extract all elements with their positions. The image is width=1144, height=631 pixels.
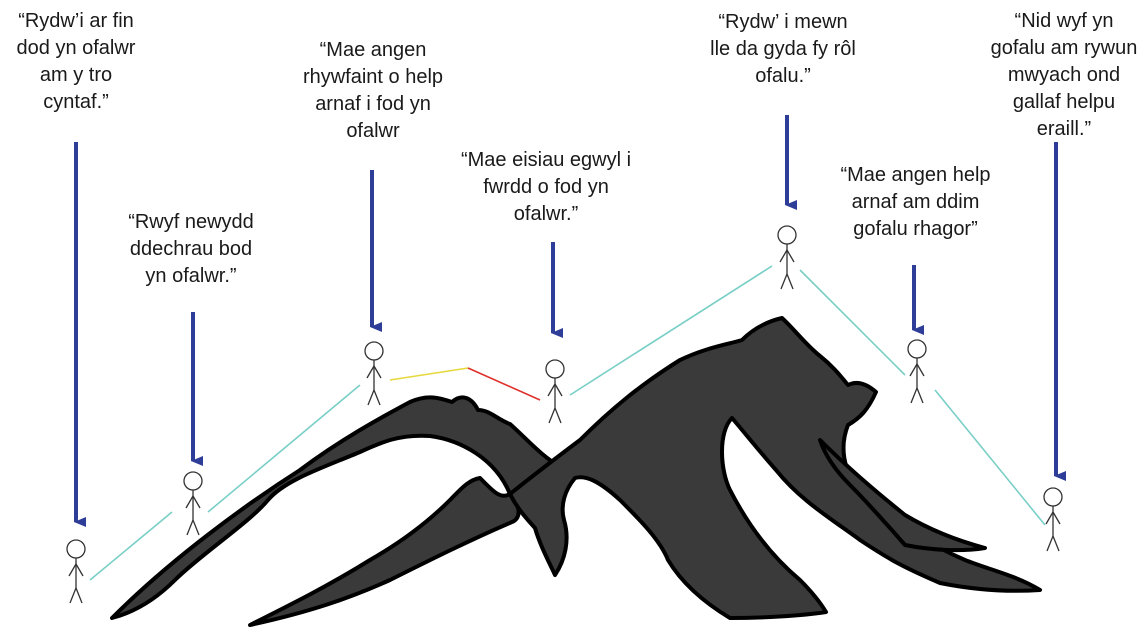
quote-no-longer-caring: “Nid wyf yn gofalu am rywun mwyach ond g… [990,10,1138,140]
figure-arm [75,563,84,577]
figure-head [907,339,927,359]
figure-head [364,341,384,361]
mountain-spur [818,438,987,553]
stick-figure-icon [545,359,565,424]
figure-arm [373,365,382,379]
figure-arm [1045,511,1054,525]
figure-arm [916,363,925,377]
path-segment [934,389,1046,526]
stick-figure-icon [1043,487,1063,552]
mountain-illustration [110,316,1042,627]
figure-leg [1052,535,1060,552]
figure-leg [1046,535,1054,552]
path-segment [89,511,173,581]
figure-head [777,225,797,245]
path-segment [467,367,541,401]
quote-in-a-good-place: “Rydw’ i mewn lle da gyda fy rôl ofalu.” [710,11,856,87]
figure-arm [786,249,795,263]
stick-figure-icon [364,341,384,406]
journey-path [89,265,1046,581]
figure-leg [186,519,194,536]
figure-arm [909,363,918,377]
path-segment [207,384,361,513]
path-segment [389,367,469,381]
figure-arm [779,249,788,263]
quote-need-a-break: “Mae eisiau egwyl i fwrdd o fod yn ofalw… [460,149,632,225]
figure-head [1043,487,1063,507]
stick-figure-icon [907,339,927,404]
path-segment [799,269,906,376]
figure-head [545,359,565,379]
figure-leg [786,273,794,290]
figure-head [66,539,86,559]
figure-arm [185,495,194,509]
figure-leg [69,587,77,604]
figure-arm [68,563,77,577]
quote-about-to-become-carer: “Rydw’i ar fin dod yn ofalwr am y tro cy… [16,10,136,113]
figure-arm [547,383,556,397]
stick-figure-icon [66,539,86,604]
figure-leg [373,389,381,406]
stick-figure-icon [777,225,797,290]
figure-arm [1052,511,1061,525]
figure-leg [916,387,924,404]
figure-arm [366,365,375,379]
figure-leg [75,587,83,604]
quote-need-some-help: “Mae angen rhywfaint o help arnaf i fod … [302,39,444,142]
stick-figure-icon [183,471,203,536]
figure-leg [910,387,918,404]
arrows [74,115,1066,527]
path-segment [569,265,773,396]
mountain-lower-ridge [248,476,521,627]
figure-leg [548,407,556,424]
figures [66,225,1063,604]
figure-leg [554,407,562,424]
figure-arm [554,383,563,397]
figure-leg [780,273,788,290]
figure-arm [192,495,201,509]
quote-need-help-stop-caring: “Mae angen help arnaf am ddim gofalu rha… [840,164,991,240]
quote-just-started-caring: “Rwyf newydd ddechrau bod yn ofalwr.” [128,211,254,287]
figure-leg [367,389,375,406]
figure-leg [192,519,200,536]
figure-head [183,471,203,491]
mountain-right-peak [508,316,1042,620]
